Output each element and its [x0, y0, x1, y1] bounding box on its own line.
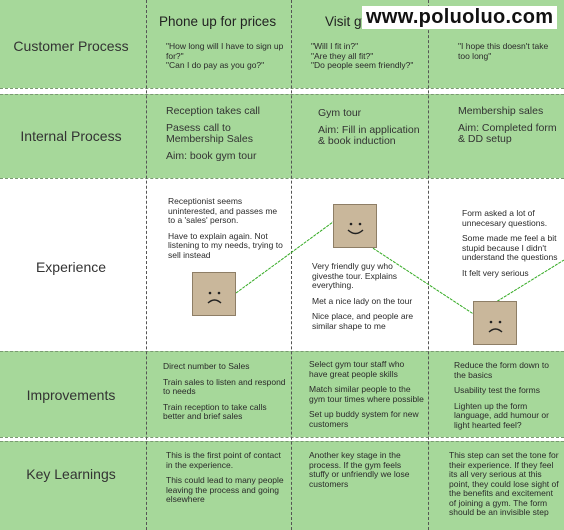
experience-note: Nice place, and people are similar shape…: [312, 311, 414, 331]
improvement: Set up buddy system for new customers: [309, 409, 419, 429]
learning-list: This step can set the tone for their exp…: [449, 450, 559, 524]
improvement: Lighten up the form language, add humour…: [454, 400, 549, 430]
frown-face-icon: [473, 301, 517, 345]
quote: "How long will I have to sign up for?": [166, 41, 284, 61]
frown-face-icon: [207, 291, 222, 304]
improvement: Match similar people to the gym tour tim…: [309, 384, 424, 404]
internal-step: Membership sales: [458, 105, 544, 117]
row-label-customer: Customer Process: [13, 38, 129, 54]
row-label-internal: Internal Process: [20, 128, 122, 144]
experience-notes: Very friendly guy who givesthe tour. Exp…: [312, 261, 424, 337]
improvement: Direct number to Sales: [163, 361, 250, 371]
smile-face-icon: [333, 204, 377, 248]
quote: "Are they all fit?": [311, 50, 374, 61]
improvement: Usability test the forms: [454, 385, 540, 395]
frown-face-icon: [192, 272, 236, 316]
row-label-learnings: Key Learnings: [26, 466, 116, 482]
learning: This could lead to many people leaving t…: [166, 475, 284, 504]
row-label-experience: Experience: [35, 259, 107, 275]
divider: [0, 88, 564, 89]
band-internal: [0, 94, 564, 178]
internal-step: Reception takes call: [166, 105, 260, 117]
learning: This step can set the tone for their exp…: [449, 450, 559, 517]
improvement: Reduce the form down to the basics: [454, 360, 549, 380]
internal-steps: Reception takes call Pasess call to Memb…: [166, 106, 286, 168]
experience-note: Some made me feel a bit stupid because I…: [462, 233, 558, 262]
divider: [0, 351, 564, 352]
internal-step: Gym tour: [318, 107, 362, 119]
column-divider: [146, 0, 147, 530]
band-learnings: [0, 441, 564, 530]
internal-steps: Gym tour Aim: Fill in application & book…: [318, 108, 424, 153]
internal-step: Aim: Completed form & DD setup: [458, 122, 557, 145]
experience-notes: Receptionist seems uninterested, and pas…: [168, 196, 286, 266]
improvement: Select gym tour staff who have great peo…: [309, 359, 405, 379]
customer-quotes: "How long will I have to sign up for?" "…: [166, 41, 288, 77]
internal-step: Aim: Fill in application & book inductio…: [318, 124, 420, 147]
improvement-list: Direct number to Sales Train sales to li…: [163, 361, 287, 428]
quote: "Can I do pay as you go?": [166, 60, 265, 70]
experience-notes: Form asked a lot of unnecesary questions…: [462, 208, 558, 284]
improvement: Train reception to take calls better and…: [163, 401, 267, 421]
improvement-list: Reduce the form down to the basics Usabi…: [454, 360, 560, 436]
learning: This is the first point of contact in th…: [166, 450, 281, 470]
experience-note: Met a nice lady on the tour: [312, 295, 413, 306]
learning-list: This is the first point of contact in th…: [166, 450, 286, 511]
divider: [0, 94, 564, 95]
smile-face-icon: [347, 222, 364, 235]
customer-quotes: "I hope this doesn't take too long": [458, 41, 558, 67]
improvement: Train sales to listen and respond to nee…: [163, 376, 286, 396]
learning-list: Another key stage in the process. If the…: [309, 450, 423, 495]
quote: "Do people seem friendly?": [311, 60, 414, 70]
experience-note: Have to explain again. Not listening to …: [168, 230, 283, 260]
experience-note: Form asked a lot of unnecesary questions…: [462, 208, 548, 228]
column-title-phone: Phone up for prices: [159, 14, 277, 29]
column-divider: [291, 0, 292, 530]
divider: [0, 441, 564, 442]
internal-steps: Membership sales Aim: Completed form & D…: [458, 106, 562, 151]
divider: [0, 178, 564, 179]
experience-note: Receptionist seems uninterested, and pas…: [168, 196, 278, 225]
learning: Another key stage in the process. If the…: [309, 450, 410, 489]
experience-note: It felt very serious: [462, 267, 529, 278]
internal-step: Aim: book gym tour: [166, 150, 257, 162]
customer-quotes: "Will I fit in?" "Are they all fit?" "Do…: [311, 41, 427, 77]
band-improvements: [0, 351, 564, 437]
internal-step: Pasess call to Membership Sales: [166, 122, 253, 145]
divider: [0, 437, 564, 438]
frown-face-icon: [488, 320, 503, 333]
watermark: www.poluoluo.com: [362, 6, 558, 29]
row-label-improvements: Improvements: [26, 387, 116, 403]
column-divider: [428, 0, 429, 530]
experience-note: Very friendly guy who givesthe tour. Exp…: [312, 261, 398, 290]
quote: "I hope this doesn't take too long": [458, 41, 549, 61]
improvement-list: Select gym tour staff who have great peo…: [309, 359, 425, 435]
quote: "Will I fit in?": [311, 41, 359, 51]
